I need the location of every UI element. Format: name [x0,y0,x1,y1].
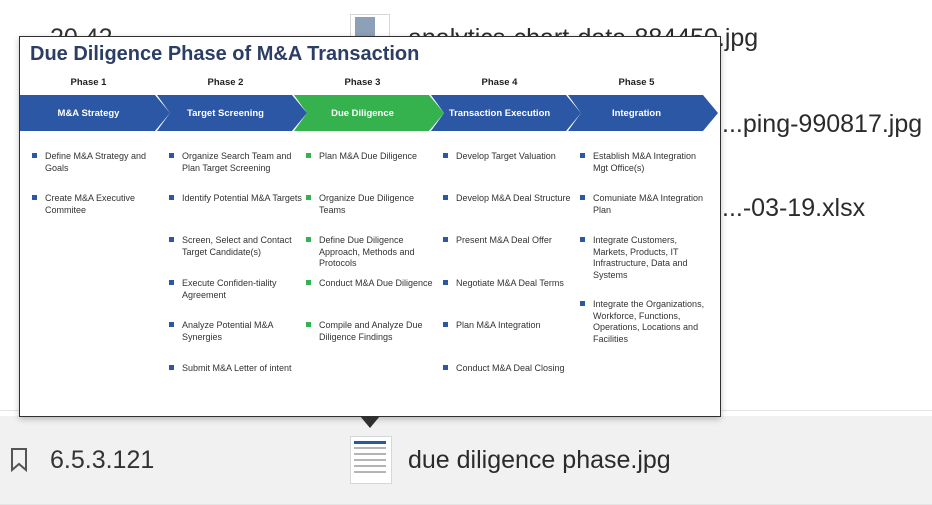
bullet [306,237,311,242]
chevron-phase-4 [431,95,581,131]
task-item: Conduct M&A Deal Closing [456,363,565,373]
image-thumbnail-icon [350,436,392,484]
bullet [580,153,585,158]
task-item: Organize Due Diligence Teams [319,193,415,215]
bullet [443,322,448,327]
task-item: Compile and Analyze Due Diligence Findin… [319,320,423,342]
bullet [580,195,585,200]
phase-name: Target Screening [187,108,264,119]
phase-label: Phase 3 [344,77,381,88]
phase-label: Phase 1 [70,77,107,88]
phase-label: Phase 4 [481,77,518,88]
bullet [306,322,311,327]
bullet [306,153,311,158]
phase-name: Transaction Execution [448,108,551,119]
phase-name: Due Diligence [331,108,394,119]
task-item: Develop Target Valuation [456,151,556,161]
bullet [443,280,448,285]
chevron-phase-3 [294,95,444,131]
chevron-phase-1 [20,95,170,131]
bullet [306,280,311,285]
file-row-selected[interactable]: 6.5.3.121 due diligence phase.jpg [0,416,932,505]
task-item: Integrate Customers, Markets, Products, … [593,235,688,280]
bullet [169,365,174,370]
bullet [32,153,37,158]
row-left-text: 6.5.3.121 [50,446,155,474]
task-item: Execute Confiden-tiality Agreement [182,278,277,300]
task-item: Establish M&A Integration Mgt Office(s) [593,151,697,173]
phase-label: Phase 5 [618,77,655,88]
bullet [580,301,585,306]
phase-label: Phase 2 [207,77,244,88]
task-item: Conduct M&A Due Diligence [319,278,433,288]
popover-arrow [360,416,380,428]
task-item: Create M&A Executive Commitee [45,193,136,215]
phase-name: M&A Strategy [57,108,120,119]
bullet [580,237,585,242]
bullet [306,195,311,200]
phase-name: Integration [611,108,662,119]
task-item: Analyze Potential M&A Synergies [182,320,274,342]
task-item: Define M&A Strategy and Goals [45,151,147,173]
file-name[interactable]: due diligence phase.jpg [408,446,671,474]
bullet [32,195,37,200]
task-item: Screen, Select and Contact Target Candid… [182,235,292,257]
task-item: Plan M&A Due Diligence [319,151,418,161]
chevron-phase-2 [157,95,307,131]
task-item: Define Due Diligence Approach, Methods a… [319,235,415,268]
bullet [169,280,174,285]
task-item: Plan M&A Integration [456,320,541,330]
bookmark-icon[interactable] [10,448,28,472]
task-item: Integrate the Organizations, Workforce, … [593,299,705,344]
task-item: Negotiate M&A Deal Terms [456,278,564,288]
file-name[interactable]: ...-03-19.xlsx [722,194,866,222]
task-item: Submit M&A Letter of intent [182,363,292,373]
bullet [169,322,174,327]
task-item: Identify Potential M&A Targets [182,193,302,203]
bullet [443,153,448,158]
chevron-phase-5 [568,95,718,131]
file-name[interactable]: ...ping-990817.jpg [722,110,923,138]
bullet [169,237,174,242]
task-item: Present M&A Deal Offer [456,235,552,245]
task-item: Comuniate M&A Integration Plan [593,193,704,215]
bullet [169,195,174,200]
bullet [169,153,174,158]
task-item: Organize Search Team and Plan Target Scr… [182,151,292,173]
bullet [443,195,448,200]
bullet [443,237,448,242]
image-preview-popover: Due Diligence Phase of M&A Transaction P… [19,36,721,417]
bullet [443,365,448,370]
slide-title: Due Diligence Phase of M&A Transaction [30,43,420,65]
task-item: Develop M&A Deal Structure [456,193,571,203]
